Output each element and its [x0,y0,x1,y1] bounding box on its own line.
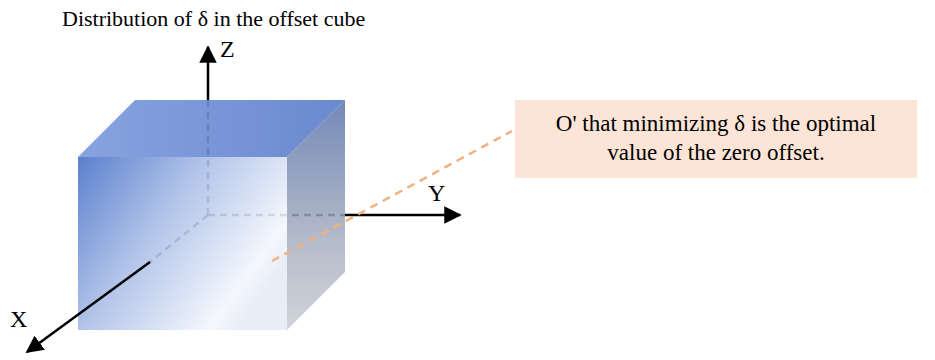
axis-label: Z [220,36,235,63]
callout-box: O' that minimizing δ is the optimal valu… [515,100,917,178]
leader-line [272,131,512,261]
cube-front [78,157,287,330]
visible-axes [27,47,460,352]
axis-label: Y [428,180,445,207]
axis-label: X [10,306,27,333]
cube-right [287,100,345,330]
callout-text: O' that minimizing δ is the optimal valu… [515,110,917,168]
diagram-title: Distribution of δ in the offset cube [62,6,365,32]
